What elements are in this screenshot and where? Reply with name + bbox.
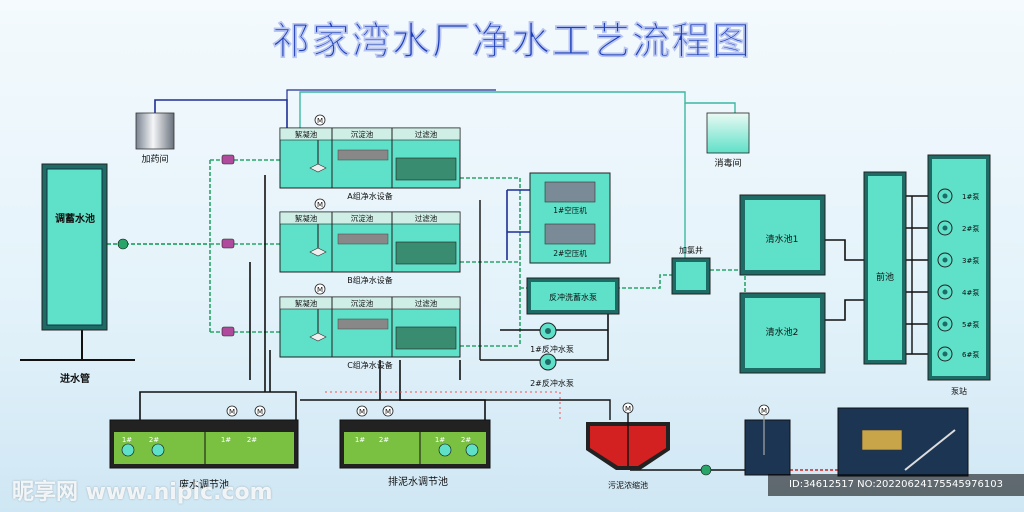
pump-list: 1#泵 2#泵 3#泵 4#泵 5#泵 6#泵 bbox=[937, 188, 979, 362]
coag-label-b: 絮凝池 bbox=[295, 213, 318, 223]
inlet-label: 进水管 bbox=[60, 372, 90, 385]
thickener-outlet-valve-icon bbox=[700, 464, 712, 476]
mixer-motor-icons: M M M bbox=[314, 114, 326, 295]
group-c-label: C组净水设备 bbox=[347, 360, 393, 370]
pump-5: 5#泵 bbox=[937, 316, 979, 332]
pump-3: 3#泵 bbox=[937, 252, 979, 268]
svg-text:M: M bbox=[625, 405, 631, 413]
pump-2: 2#泵 bbox=[937, 220, 979, 236]
sed-label-b: 沉淀池 bbox=[351, 213, 374, 223]
backwash-pump-1-label: 1#反冲水泵 bbox=[530, 344, 574, 354]
sludge-motor-icons: M M M M M M bbox=[226, 402, 770, 417]
front-tank-label: 前池 bbox=[876, 271, 894, 283]
pump-label: 3#泵 bbox=[962, 257, 979, 265]
inlet-valves bbox=[221, 154, 235, 337]
filt-label-c: 过滤池 bbox=[415, 298, 438, 308]
svg-text:M: M bbox=[359, 408, 365, 416]
backwash-pump-2-label: 2#反冲水泵 bbox=[530, 378, 574, 388]
pump-label: 4#泵 bbox=[962, 289, 979, 297]
coag-label-c: 絮凝池 bbox=[295, 298, 318, 308]
page-title: 祁家湾水厂净水工艺流程图 bbox=[272, 19, 752, 63]
pump-label: 6#泵 bbox=[962, 351, 979, 359]
sed-label-c: 沉淀池 bbox=[351, 298, 374, 308]
compressor-2-icon bbox=[544, 223, 596, 245]
mud-tank: 1# 2# 1# 2# bbox=[339, 419, 491, 469]
compressor-1-icon bbox=[544, 181, 596, 203]
svg-text:1#: 1# bbox=[355, 436, 365, 444]
group-a: 絮凝池 沉淀池 过滤池 A组净水设备 bbox=[279, 127, 461, 201]
svg-text:M: M bbox=[317, 201, 323, 209]
svg-text:2#: 2# bbox=[247, 436, 257, 444]
clear-tank-1-label: 清水池1 bbox=[766, 233, 799, 245]
backwash-pump-1-icon bbox=[539, 322, 557, 340]
pump-4: 4#泵 bbox=[937, 284, 979, 300]
filtered-collector bbox=[460, 177, 521, 347]
dewatering-machine-icon bbox=[861, 429, 903, 451]
svg-text:M: M bbox=[761, 407, 767, 415]
svg-text:2#: 2# bbox=[379, 436, 389, 444]
dewater-mixer-tank bbox=[744, 419, 791, 476]
svg-text:2#: 2# bbox=[149, 436, 159, 444]
pump-suction bbox=[905, 195, 940, 355]
svg-text:M: M bbox=[317, 117, 323, 125]
regulating-tank-label: 调蓄水池 bbox=[55, 212, 95, 225]
drain-lines bbox=[139, 175, 297, 422]
svg-text:1#: 1# bbox=[435, 436, 445, 444]
sludge-dotted bbox=[325, 391, 561, 420]
chlorine-pipe bbox=[299, 91, 736, 128]
dewatering-room bbox=[837, 407, 969, 477]
svg-text:M: M bbox=[317, 286, 323, 294]
raw-valve-icon bbox=[117, 238, 129, 250]
backwash-pump-2-icon bbox=[539, 353, 557, 371]
watermark-logo: 昵享网 www.nipic.com bbox=[12, 480, 273, 505]
pump-station-label: 泵站 bbox=[951, 386, 967, 396]
chlorination-well-label: 加氯井 bbox=[679, 245, 703, 255]
coag-label-a: 絮凝池 bbox=[295, 129, 318, 139]
svg-text:M: M bbox=[385, 408, 391, 416]
sed-label-a: 沉淀池 bbox=[351, 129, 374, 139]
svg-text:1#: 1# bbox=[221, 436, 231, 444]
pump-6: 6#泵 bbox=[937, 346, 979, 362]
svg-text:M: M bbox=[229, 408, 235, 416]
air-pipe bbox=[506, 189, 530, 260]
group-b: 絮凝池 沉淀池 过滤池 B组净水设备 bbox=[279, 211, 461, 285]
disinfection-label: 消毒间 bbox=[714, 157, 741, 169]
clear-tank-2-label: 清水池2 bbox=[766, 326, 799, 338]
dosing-pipe bbox=[154, 99, 288, 130]
clear-to-front bbox=[825, 239, 868, 321]
group-c: 絮凝池 沉淀池 过滤池 C组净水设备 bbox=[279, 296, 461, 370]
compressor-1-label: 1#空压机 bbox=[553, 205, 587, 215]
to-thickener bbox=[300, 399, 611, 420]
wastewater-tank-label: 废水调节池 bbox=[179, 478, 229, 491]
disinfection-tank bbox=[706, 112, 750, 154]
wastewater-tank: 1# 2# 1# 2# bbox=[109, 419, 299, 469]
mud-tank-label: 排泥水调节池 bbox=[388, 475, 448, 488]
dosing-pipe-top bbox=[286, 89, 496, 100]
mud-lines bbox=[379, 360, 486, 420]
conveyor-icon bbox=[904, 429, 956, 471]
thickener-label: 污泥浓缩池 bbox=[608, 480, 648, 490]
filt-label-b: 过滤池 bbox=[415, 213, 438, 223]
raw-distribution bbox=[209, 159, 280, 333]
compressor-2-label: 2#空压机 bbox=[553, 248, 587, 258]
pump-label: 2#泵 bbox=[962, 225, 979, 233]
pump-label: 5#泵 bbox=[962, 321, 979, 329]
backwash-return bbox=[479, 200, 500, 361]
filt-label-a: 过滤池 bbox=[415, 129, 438, 139]
pump-label: 1#泵 bbox=[962, 193, 979, 201]
svg-text:M: M bbox=[257, 408, 263, 416]
pump-1: 1#泵 bbox=[937, 188, 979, 204]
group-b-label: B组净水设备 bbox=[347, 275, 393, 285]
svg-text:1#: 1# bbox=[122, 436, 132, 444]
thickener bbox=[586, 413, 670, 470]
backwash-tank-label: 反冲洗蓄水泵 bbox=[549, 292, 597, 302]
svg-text:2#: 2# bbox=[461, 436, 471, 444]
id-bar: ID:34612517 NO:20220624175545976103 bbox=[768, 474, 1024, 496]
group-a-label: A组净水设备 bbox=[347, 191, 392, 201]
dosing-label: 加药间 bbox=[141, 153, 168, 165]
dosing-tank bbox=[135, 112, 175, 150]
